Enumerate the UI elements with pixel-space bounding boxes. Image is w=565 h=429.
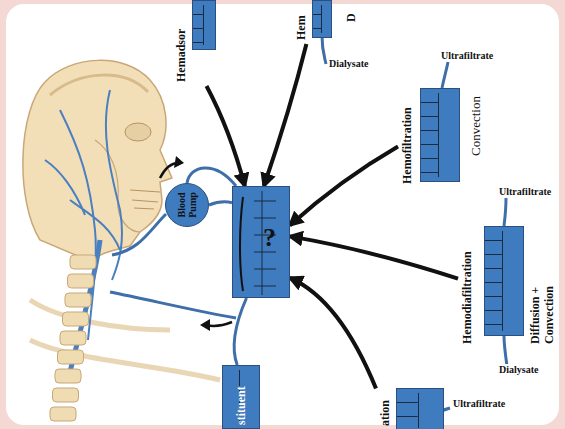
flow-label: Ultrafiltrate	[452, 398, 506, 409]
blood-tubes	[110, 36, 507, 414]
flow-arrows	[160, 156, 232, 331]
modality-box: Hemadsor	[172, 0, 218, 86]
vertebra	[65, 293, 91, 307]
vertebra	[50, 407, 76, 421]
filter-cartridge	[396, 388, 444, 429]
filter-cartridge	[312, 0, 332, 38]
vertebra	[58, 350, 84, 364]
label-text: Diffusion + Convection	[528, 244, 556, 344]
label-text: Hem	[294, 15, 309, 40]
label-text: Blood Pump	[177, 185, 198, 225]
modality-box: ation	[376, 384, 448, 429]
flow-label: Ultrafiltrate	[498, 186, 552, 197]
flow-label: Dialysate	[498, 364, 539, 375]
flow-label: Dialysate	[328, 58, 369, 69]
spine	[50, 255, 96, 421]
filter-box: ?	[232, 186, 290, 298]
modality-box: Hemodiafiltration Diffusion + Convection	[458, 222, 558, 348]
filter-cartridge	[192, 0, 216, 50]
vertebra	[70, 255, 96, 269]
label-text: ation	[378, 400, 393, 426]
vertebra	[68, 274, 94, 288]
label-text: D	[344, 13, 359, 22]
flow-arrow	[290, 278, 376, 389]
filter-cartridge	[420, 88, 460, 182]
flow-label: Ultrafiltrate	[440, 50, 494, 61]
flow-arrow	[290, 146, 398, 225]
label-text: Hemadsor	[174, 29, 189, 82]
label-text: ?	[263, 223, 276, 253]
label-text: Hemofiltration	[400, 107, 415, 184]
vertebra	[60, 331, 86, 345]
label-text: stituent	[234, 386, 249, 425]
flow-arrow	[209, 202, 232, 205]
flow-arrow	[207, 86, 245, 186]
membrane-lines	[233, 187, 291, 299]
blood-pump: Blood Pump	[165, 183, 209, 227]
vertebra	[55, 369, 81, 383]
flow-arrow	[234, 298, 246, 365]
flow-arrow	[264, 44, 307, 186]
filter-cartridge	[484, 226, 524, 336]
flow-arrow	[290, 236, 458, 278]
vertebra	[63, 312, 89, 326]
vertebra	[53, 388, 79, 402]
replacement-box: stituent	[222, 365, 260, 429]
label-text: Hemodiafiltration	[460, 251, 475, 344]
head-illustration	[23, 60, 220, 421]
modality-box: Hem D	[292, 0, 364, 44]
label-text: Convection	[468, 96, 484, 156]
modality-box: Hemofiltration Convection	[398, 84, 490, 188]
